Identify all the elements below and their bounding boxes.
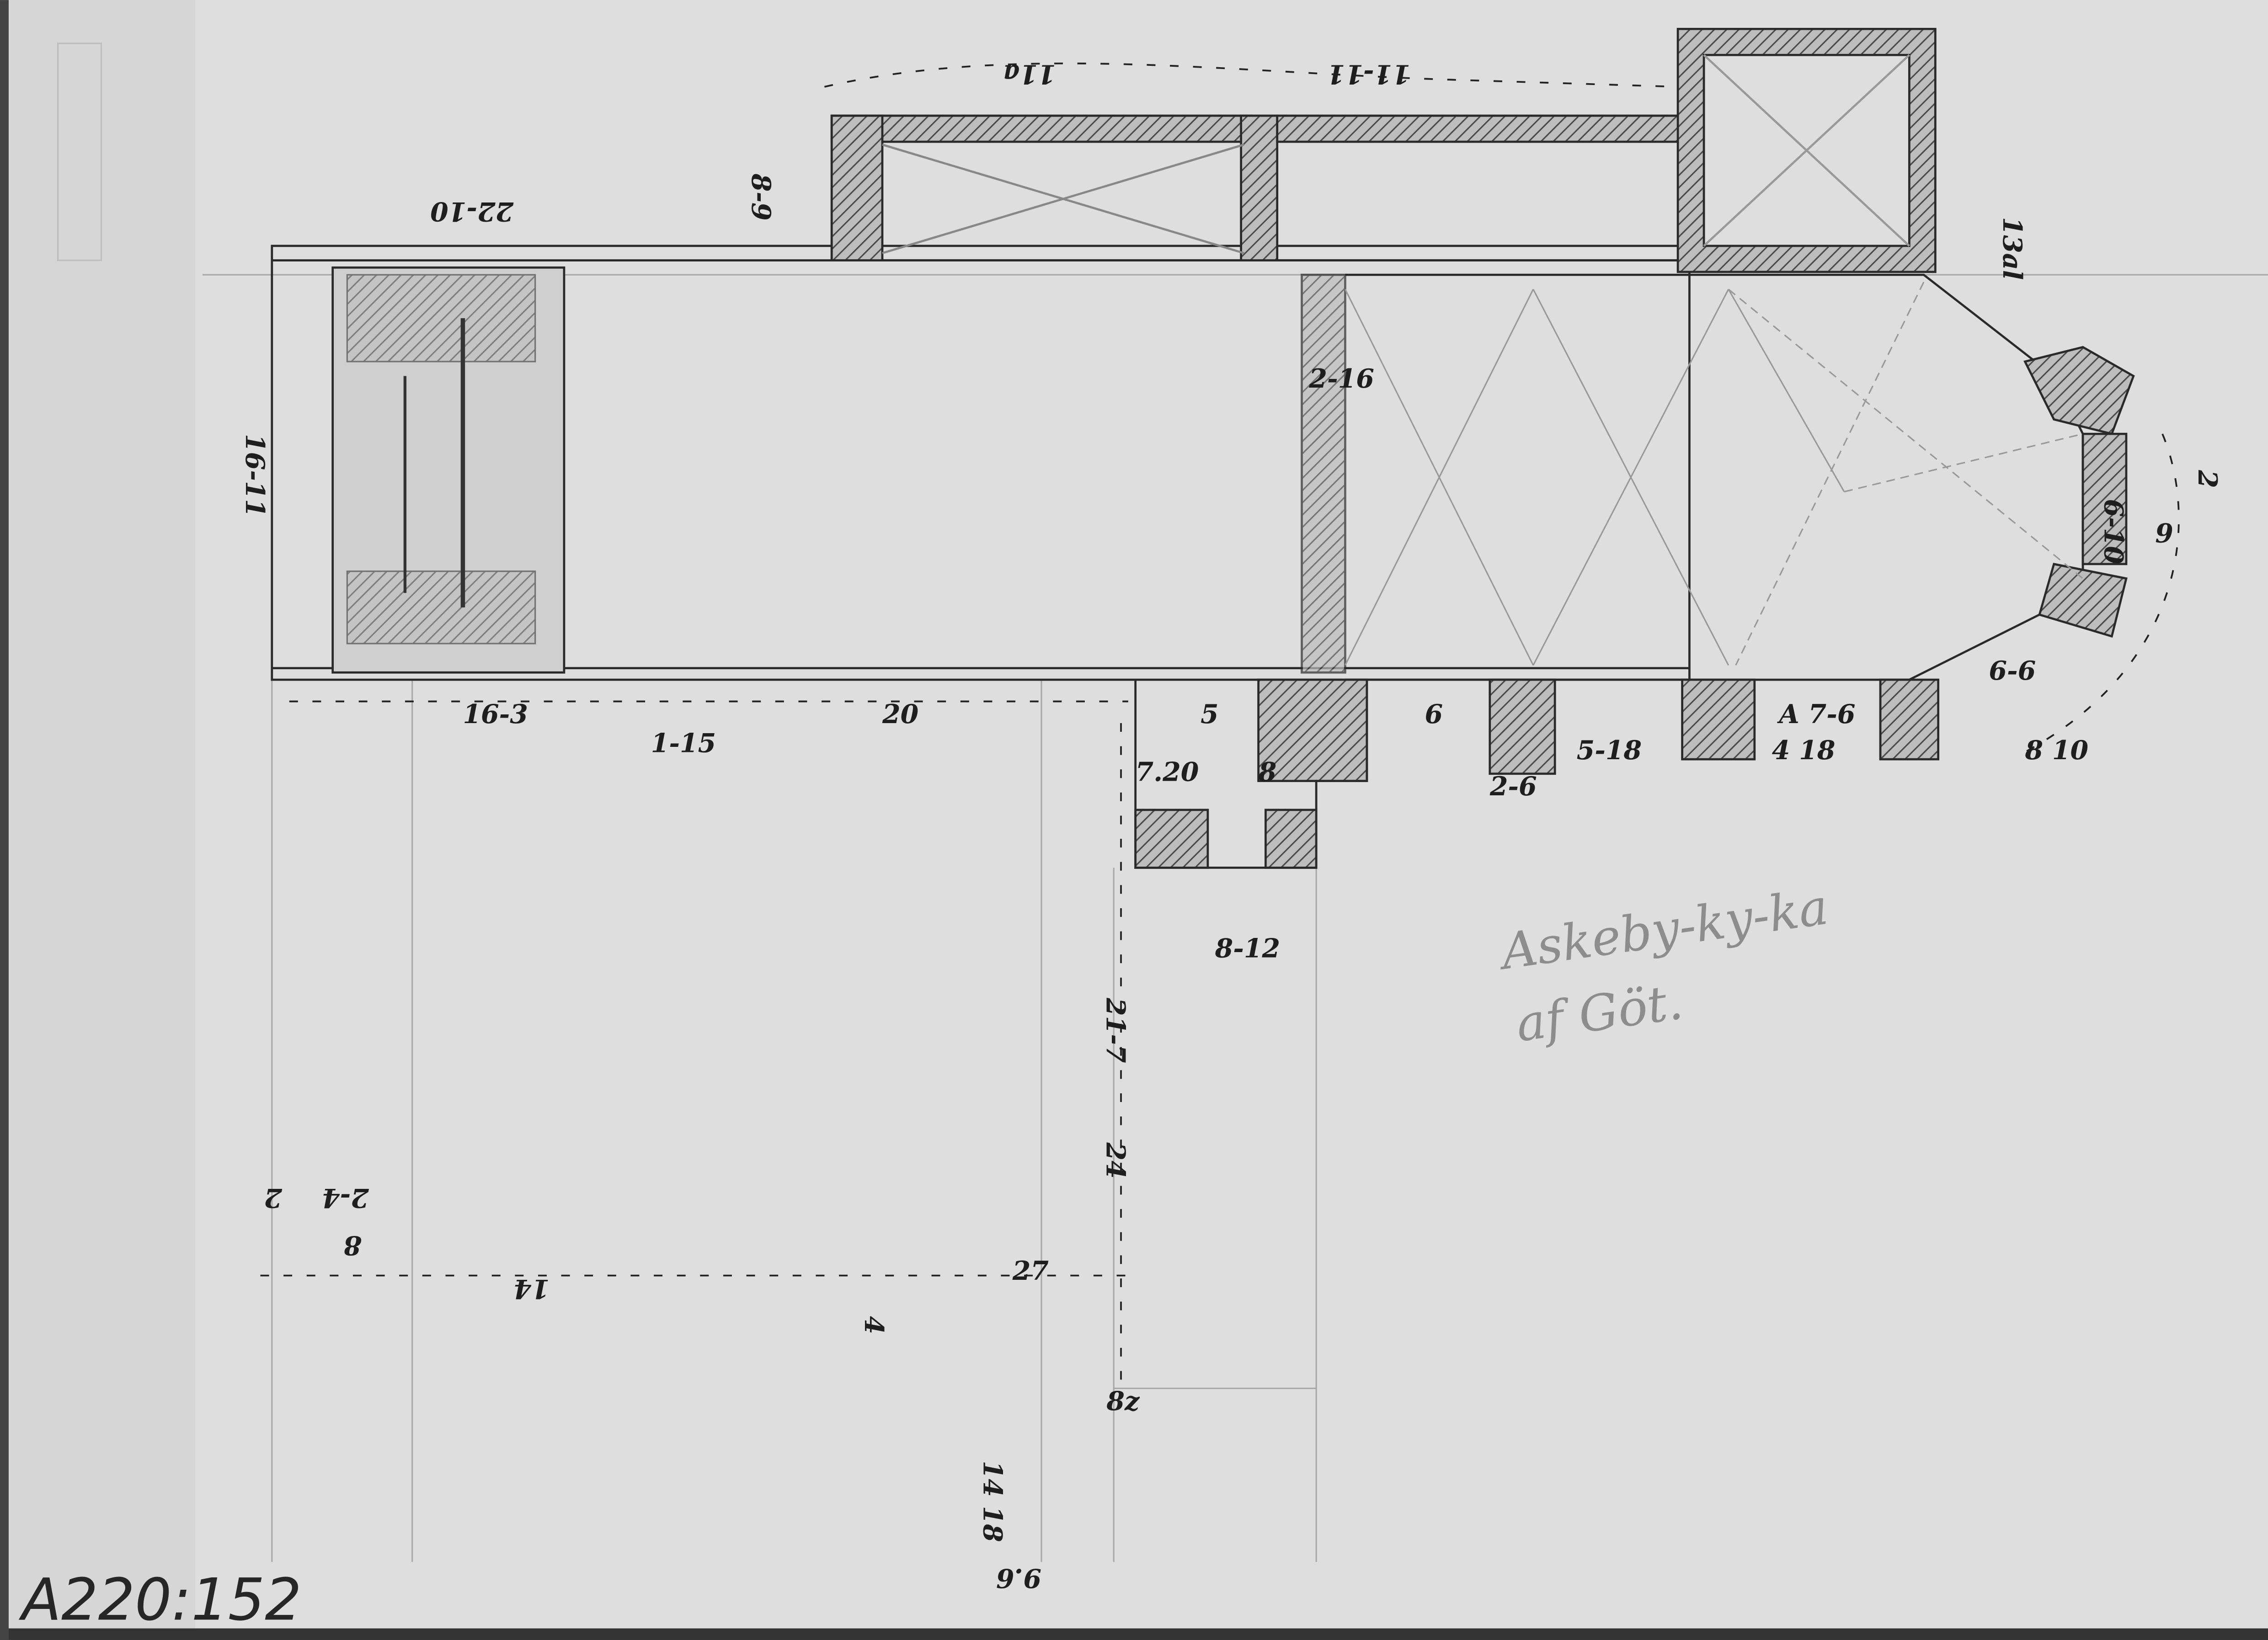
dimension-label: 5-18 — [1577, 735, 1642, 766]
dimension-labels: 22-10 16-11 16-3 1-15 20 57.20 8 8-12 2-16 6 2-6 5-… — [240, 59, 2222, 1592]
dimension-label: 11a — [1003, 59, 1056, 89]
dimension-label: 24 — [1100, 1142, 1130, 1179]
dimension-label: 13al — [1997, 217, 2027, 280]
dimension-label: 4 — [859, 1316, 889, 1334]
dimension-label: 8 — [343, 1230, 362, 1260]
dimension-label: 8z — [1106, 1386, 1140, 1416]
dimension-label: 11-11 — [1327, 59, 1410, 89]
dimension-label: 8-12 — [1215, 934, 1280, 964]
dimension-label: 1-15 — [651, 728, 716, 758]
dimension-label: 4 18 — [1772, 735, 1836, 766]
dimension-label: 8 — [1258, 757, 1277, 788]
dimension-label: 16-3 — [463, 699, 528, 729]
dimension-label: 6-10 — [2098, 499, 2128, 564]
dimension-label: 8-9 — [746, 173, 776, 221]
dimension-label: 6-6 — [1989, 656, 2036, 686]
dimension-label: A 7-6 — [1777, 699, 1856, 729]
dimension-label: 2-6 — [1489, 772, 1537, 802]
dimension-label: 22-10 — [430, 196, 514, 226]
dimension-label: 14 — [513, 1273, 550, 1304]
dimension-label: 8 10 — [2024, 735, 2088, 766]
dimension-label: 5 — [1201, 699, 1219, 729]
south-porch — [1134, 680, 1368, 869]
dimension-label: 9.6 — [996, 1563, 1041, 1593]
dimension-label: 7.20 — [1136, 757, 1199, 788]
dimension-label: 14 18 — [977, 1461, 1007, 1542]
dimension-label: 6 — [1425, 699, 1443, 729]
dimension-label: 9 — [2155, 519, 2173, 549]
dimension-label: 2 — [2192, 469, 2222, 488]
dimension-label: 20 — [882, 699, 918, 729]
south-buttresses — [1257, 678, 1940, 782]
dimension-label: 27 — [1012, 1256, 1049, 1286]
dimension-label: 2 — [264, 1182, 283, 1213]
dimension-label: 2-4 — [322, 1182, 369, 1213]
north-tower — [1676, 27, 1937, 273]
choir-and-apse — [1301, 273, 2135, 681]
dimension-label: 21-7 — [1100, 997, 1130, 1063]
dimension-label: 16-11 — [240, 434, 270, 517]
faded-stamp — [57, 43, 102, 261]
west-tower-stairs — [346, 274, 536, 644]
dimension-label: 2-16 — [1308, 364, 1374, 394]
catalog-number: A220:152 — [18, 1566, 301, 1634]
